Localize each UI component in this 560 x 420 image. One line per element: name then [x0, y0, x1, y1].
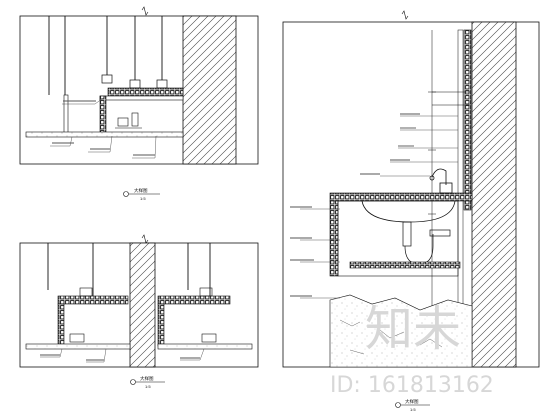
ceiling-assembly-left	[25, 287, 131, 350]
watermark: 知未 ID: 161813162	[330, 301, 494, 398]
annotation-strokes	[52, 100, 155, 156]
detail-top-left: 大样图 1:5	[19, 6, 259, 201]
detail-title-group: 大样图 1:5	[123, 187, 160, 201]
frame	[19, 15, 259, 165]
detail-scale: 1:5	[140, 196, 146, 201]
cabinet	[337, 200, 459, 277]
detail-scale: 1:5	[410, 407, 416, 412]
stone-cracks	[339, 319, 443, 355]
detail-right: 大样图 1:5	[282, 10, 540, 412]
detail-title: 大样图	[134, 187, 148, 194]
annotation-strokes	[40, 354, 200, 361]
watermark-id: ID: 161813162	[330, 373, 494, 398]
detail-title-group: 大样图 1:5	[130, 375, 165, 389]
ceiling-box	[107, 87, 184, 97]
reference-lines	[432, 91, 470, 106]
detail-title-group: 大样图 1:5	[395, 398, 430, 412]
ceiling-channels	[101, 74, 168, 89]
ceiling-assembly-right	[157, 287, 253, 350]
countertop-edge	[329, 200, 339, 277]
basin	[361, 200, 456, 223]
concrete-wall	[471, 21, 517, 368]
lower-ceiling	[25, 131, 184, 138]
stone-base	[329, 294, 473, 368]
break-mark	[141, 6, 149, 16]
leaders	[300, 115, 458, 299]
cabinet-base	[349, 261, 461, 269]
annotation-strokes	[290, 113, 420, 297]
leaders	[40, 348, 205, 363]
ceiling-board	[99, 95, 184, 101]
leaders	[50, 95, 157, 159]
concrete-wall	[182, 15, 237, 165]
faucet	[429, 168, 453, 194]
drain-pipe	[402, 221, 451, 265]
detail-scale: 1:5	[145, 384, 151, 389]
light-fixture	[115, 112, 142, 129]
wall-block-strip	[463, 29, 472, 211]
hanger-rods	[47, 243, 211, 300]
countertop	[329, 192, 473, 202]
watermark-logo: 知未	[365, 301, 461, 357]
detail-title: 大样图	[405, 398, 419, 405]
detail-title: 大样图	[140, 375, 154, 382]
break-mark	[141, 234, 149, 244]
concrete-wall	[129, 242, 156, 368]
detail-bottom-left: 大样图 1:5	[19, 234, 259, 389]
break-mark	[401, 10, 409, 20]
block-strip	[99, 95, 107, 137]
